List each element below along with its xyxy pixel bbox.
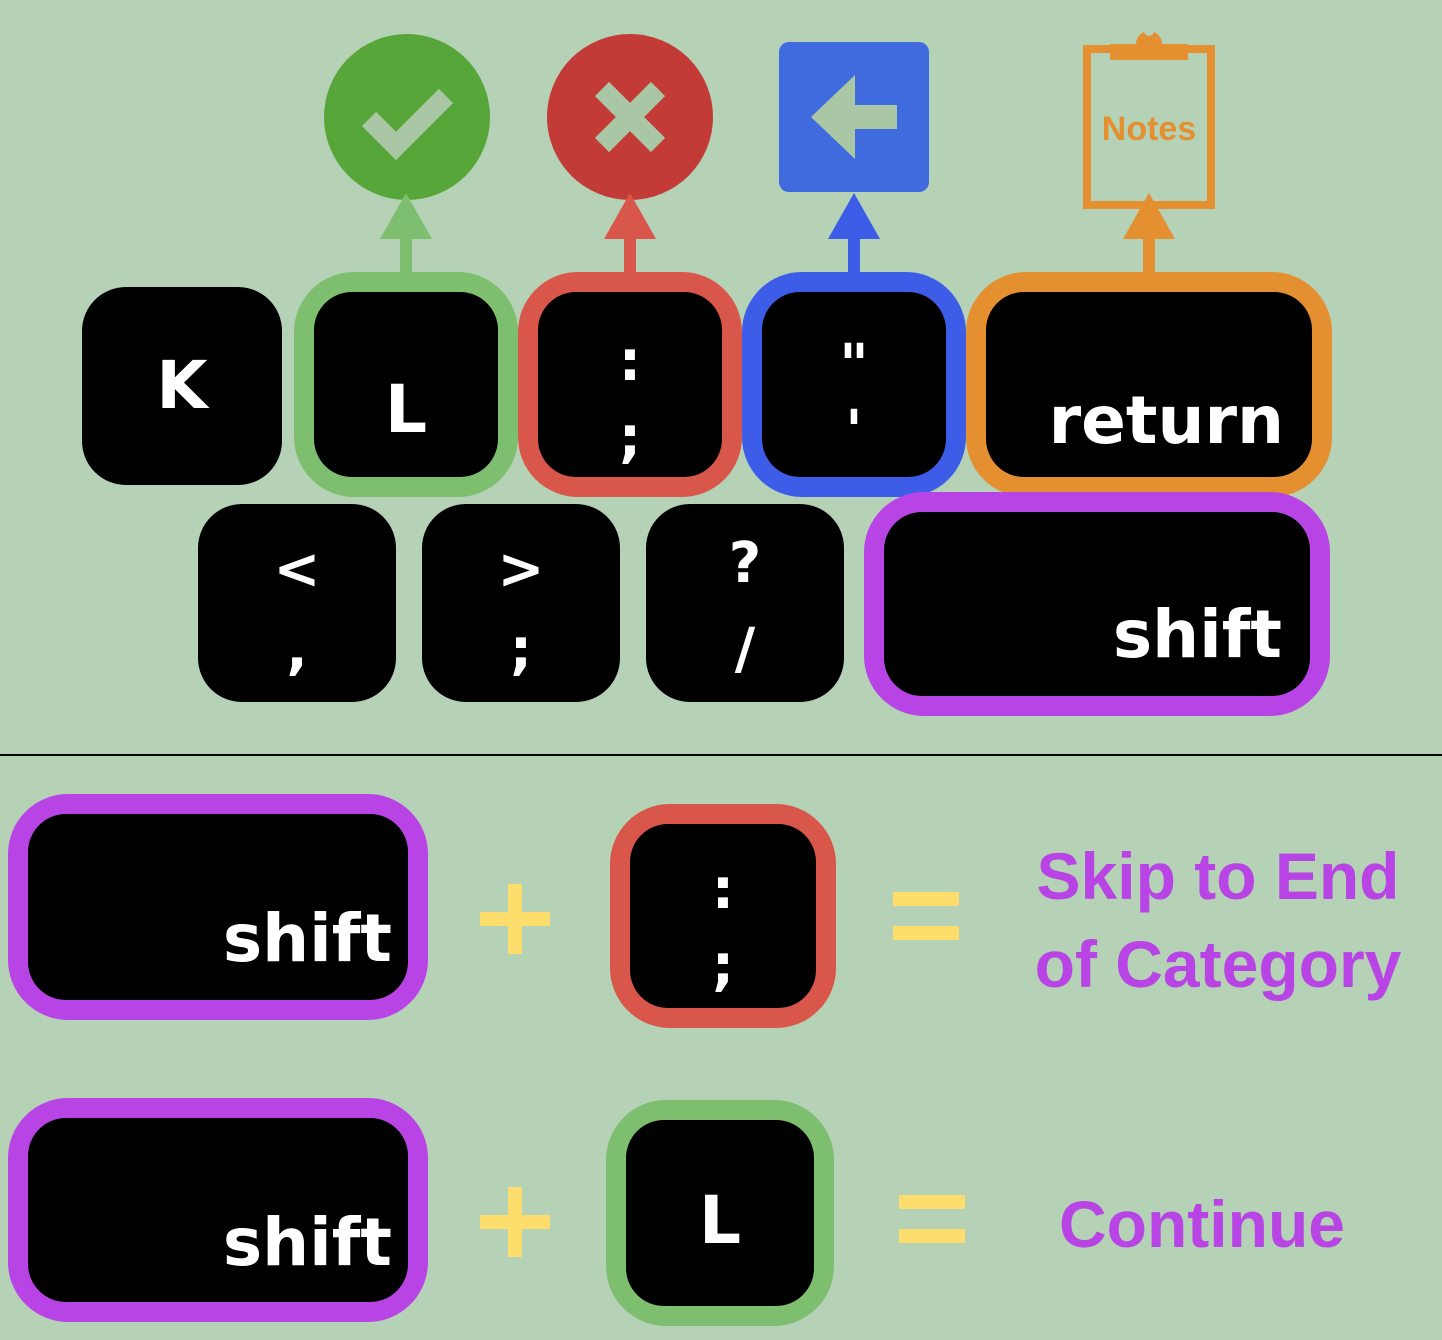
key-return: return [986, 292, 1312, 477]
key-shift-label: shift [222, 900, 392, 977]
key-semicolon-highlight: : ; [518, 272, 742, 497]
key-semicolon-bottom-label: ; [618, 405, 642, 470]
section-divider [0, 754, 1442, 756]
check-circle-icon [324, 34, 490, 200]
key-period-top-label: > [497, 537, 545, 602]
shortcut-2-shift-key: shift [8, 1098, 428, 1322]
plus-sign [480, 1187, 550, 1257]
key-semicolon: : ; [538, 292, 722, 477]
key-l: L [626, 1120, 814, 1306]
key-comma: < , [198, 504, 396, 702]
key-shift: shift [884, 512, 1310, 696]
key-slash-bottom-label: / [734, 617, 756, 682]
key-k: K [82, 287, 282, 485]
key-period-bottom-label: ; [509, 617, 533, 682]
key-semicolon-top-label: : [618, 329, 642, 394]
key-quote-highlight: " ' [742, 272, 966, 497]
arrow-up-icon [828, 193, 880, 275]
key-semicolon: : ; [630, 824, 816, 1008]
key-shift: shift [28, 814, 408, 1000]
shortcut-1-result: Skip to End of Category [1034, 839, 1402, 1001]
arrow-up-icon [604, 193, 656, 275]
key-l: L [314, 292, 498, 477]
key-comma-bottom-label: , [286, 617, 308, 682]
plus-sign [480, 884, 550, 954]
key-quote: " ' [762, 292, 946, 477]
back-arrow-square-icon [779, 42, 929, 192]
key-slash: ? / [646, 504, 844, 702]
arrow-up-icon [1123, 193, 1175, 275]
equals-sign [899, 1195, 965, 1243]
shortcut-2-l-key: L [606, 1100, 834, 1326]
shortcut-1-shift-key: shift [8, 794, 428, 1020]
shortcut-2-result: Continue [1059, 1187, 1345, 1261]
key-k-label: K [156, 347, 208, 424]
key-semicolon-bottom-label: ; [711, 933, 735, 998]
shortcut-1-semicolon-key: : ; [610, 804, 836, 1028]
key-period: > ; [422, 504, 620, 702]
key-shift: shift [28, 1118, 408, 1302]
key-quote-top-label: " [839, 333, 869, 398]
key-slash-top-label: ? [728, 531, 762, 596]
key-l-highlight: L [294, 272, 518, 497]
key-semicolon-top-label: : [711, 857, 735, 922]
key-l-label: L [384, 371, 428, 448]
clipboard-icon: Notes [1083, 26, 1215, 209]
arrow-up-icon [380, 193, 432, 275]
key-return-highlight: return [966, 272, 1332, 497]
key-l-label: L [698, 1182, 742, 1259]
key-shift-highlight: shift [864, 492, 1330, 716]
key-shift-label: shift [222, 1204, 392, 1281]
notes-label: Notes [1102, 110, 1196, 148]
x-circle-icon [547, 34, 713, 200]
equals-sign [893, 892, 959, 940]
key-quote-bottom-label: ' [845, 399, 863, 464]
key-return-label: return [1048, 382, 1284, 459]
key-comma-top-label: < [273, 537, 321, 602]
key-shift-label: shift [1112, 596, 1282, 673]
